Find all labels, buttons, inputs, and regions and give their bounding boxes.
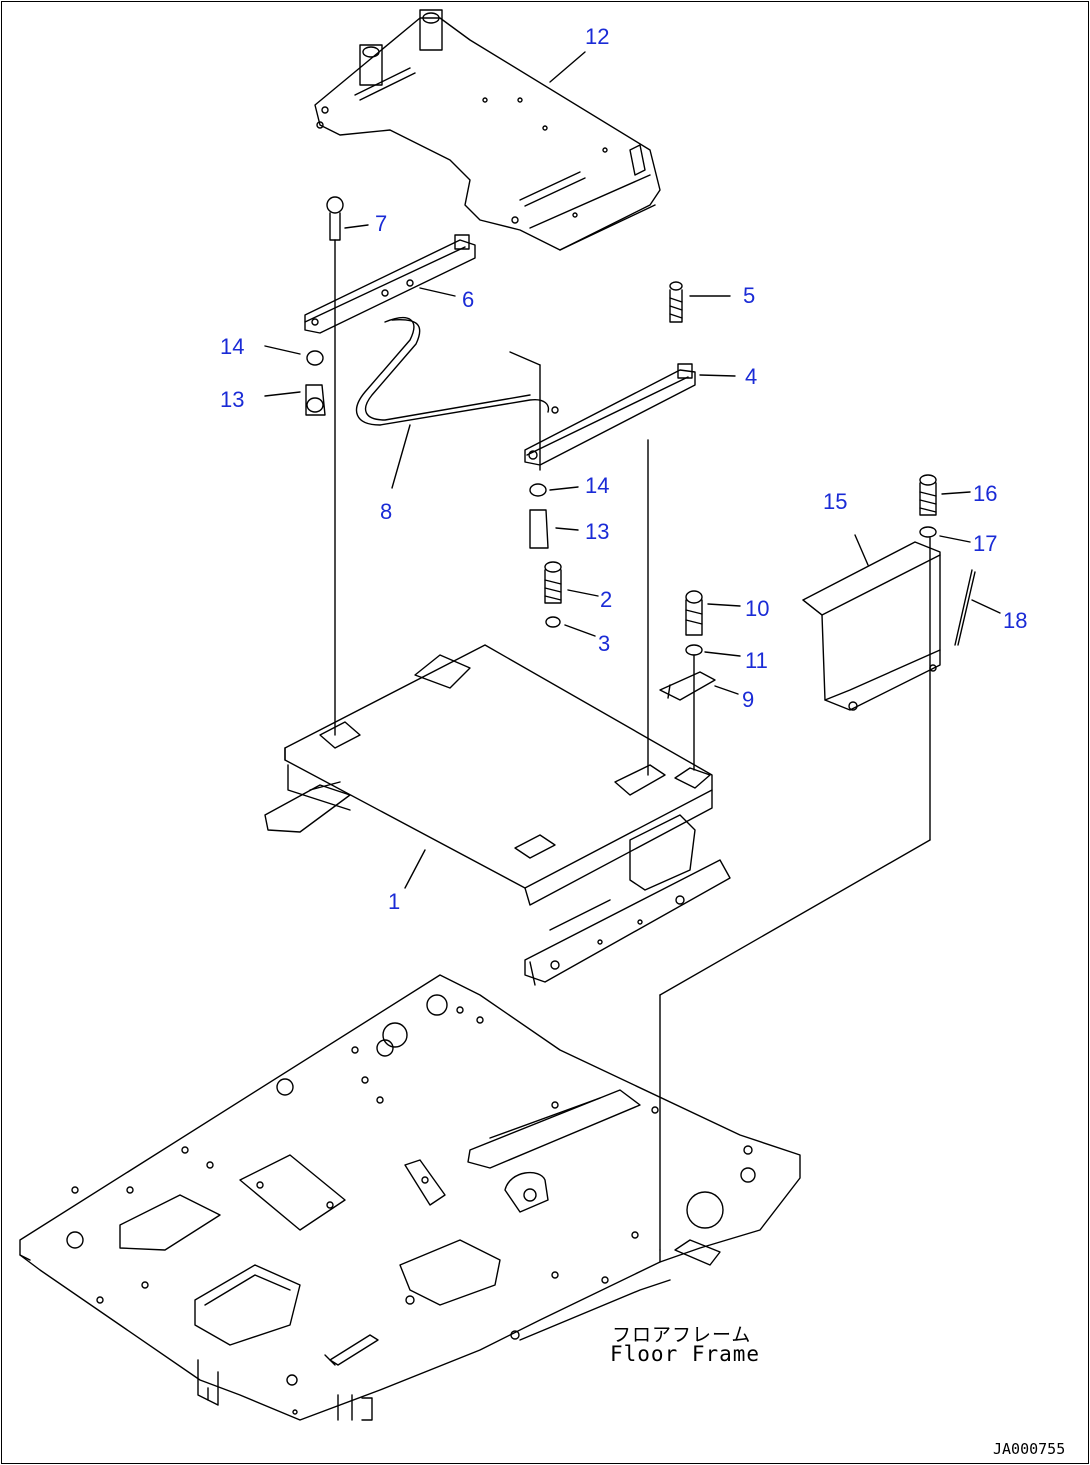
callout-17[interactable]: 17 — [973, 531, 998, 556]
part-14-13-left — [264, 345, 326, 416]
part-2-3-bolt — [544, 561, 599, 637]
drawing-code: JA000755 — [993, 1440, 1066, 1458]
part-4-rail — [509, 351, 736, 471]
floor-frame-label-jp: フロアフレーム — [612, 1324, 752, 1346]
callout-13-right[interactable]: 13 — [585, 519, 610, 544]
callout-15[interactable]: 15 — [823, 489, 848, 514]
callout-1[interactable]: 1 — [388, 889, 401, 914]
callout-16[interactable]: 16 — [973, 481, 998, 506]
callout-3[interactable]: 3 — [598, 631, 611, 656]
callout-10[interactable]: 10 — [745, 596, 770, 621]
part-12-bracket — [314, 9, 661, 251]
callout-8[interactable]: 8 — [380, 499, 393, 524]
callout-13-left[interactable]: 13 — [220, 387, 245, 412]
callout-2[interactable]: 2 — [600, 587, 613, 612]
part-7-bolt — [326, 196, 369, 736]
callout-11[interactable]: 11 — [745, 648, 768, 673]
floor-frame — [19, 974, 801, 1421]
part-6-rail — [304, 234, 476, 334]
part-16-17-18 — [659, 474, 1001, 1251]
part-15-cover — [802, 534, 941, 711]
part-5-screw — [669, 281, 731, 323]
floor-frame-label-en: Floor Frame — [610, 1342, 761, 1366]
part-1-seat-base — [264, 439, 731, 986]
callout-14-left[interactable]: 14 — [220, 334, 245, 359]
part-8-lever — [355, 317, 550, 489]
callout-12[interactable]: 12 — [585, 24, 610, 49]
callout-14-right[interactable]: 14 — [585, 473, 610, 498]
callout-7[interactable]: 7 — [375, 211, 388, 236]
callout-18[interactable]: 18 — [1003, 608, 1028, 633]
callout-5[interactable]: 5 — [743, 283, 756, 308]
callout-9[interactable]: 9 — [742, 687, 755, 712]
part-10-11-9 — [659, 590, 741, 771]
part-14-13-right — [529, 483, 579, 549]
callout-4[interactable]: 4 — [745, 364, 758, 389]
callout-6[interactable]: 6 — [462, 287, 475, 312]
